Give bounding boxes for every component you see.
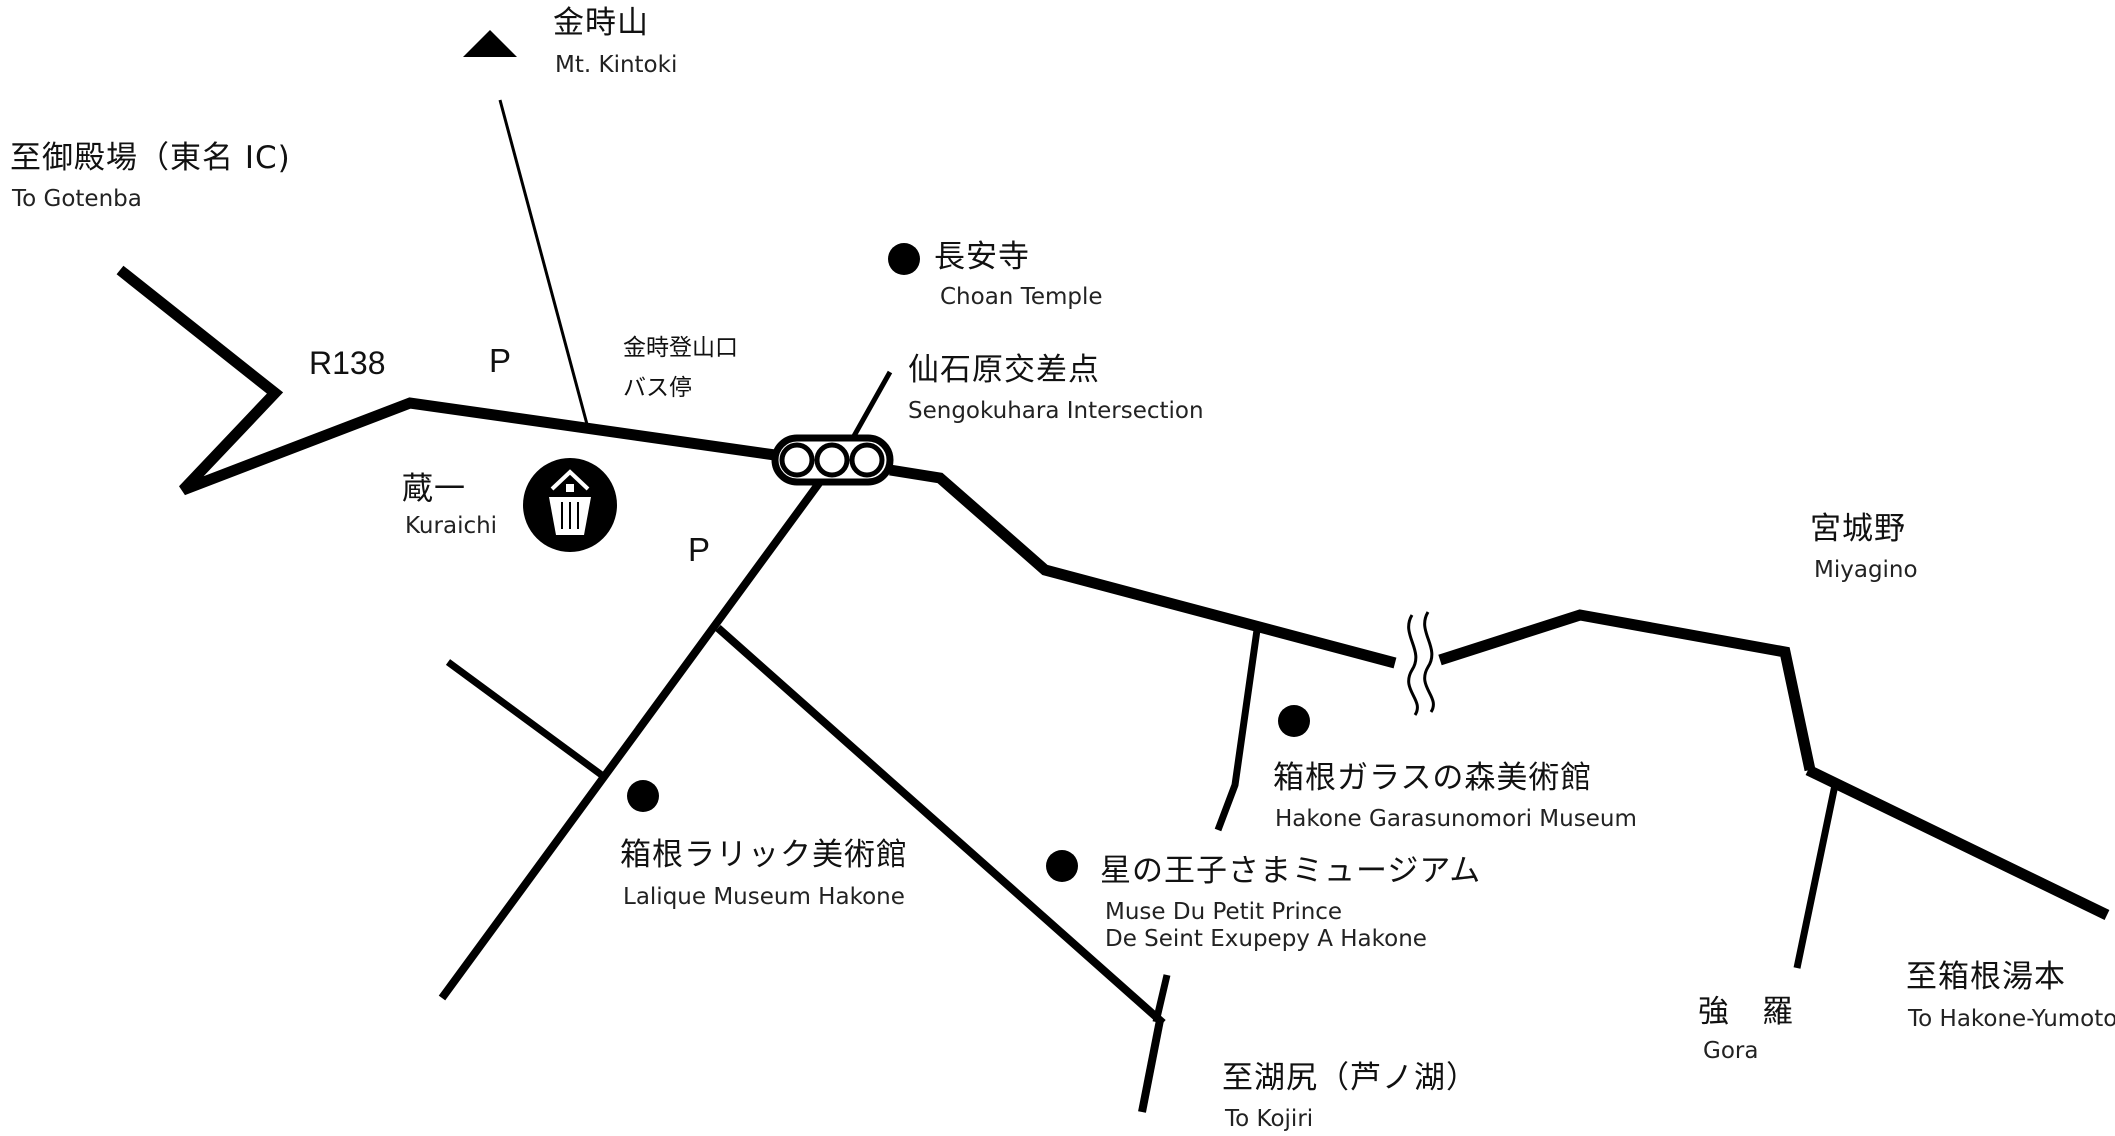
choan-temple-en-label: Choan Temple [940, 284, 1103, 310]
bus-stop-label-line2: バス停 [623, 375, 692, 401]
miyagino-jp-label: 宮城野 [1810, 511, 1906, 547]
glass-forest-jp-label: 箱根ガラスの森美術館 [1273, 760, 1593, 796]
glass-forest-marker [1278, 705, 1310, 737]
kojiri-en-label: To Kojiri [1225, 1106, 1314, 1132]
mountain-trail [498, 99, 590, 429]
bus-stop-label-line1: 金時登山口 [623, 335, 738, 361]
petit-prince-en-label-line2: De Seint Exupepy A Hakone [1105, 926, 1427, 952]
mountain-peak-icon [463, 30, 517, 57]
traffic-signal-icon [771, 434, 894, 486]
road-glass-forest [1214, 629, 1261, 832]
sengokuhara-en-label: Sengokuhara Intersection [908, 398, 1204, 424]
kuraichi-en-label: Kuraichi [405, 513, 498, 539]
gotenba-en-label: To Gotenba [12, 186, 142, 212]
kuraichi-jp-label: 蔵一 [402, 471, 466, 507]
road-west-spur [445, 659, 606, 779]
road-diagonal-kojiri [715, 625, 1166, 1026]
road-to-kojiri-main [438, 472, 829, 1001]
choan-temple-jp-label: 長安寺 [934, 239, 1030, 275]
kojiri-jp-label: 至湖尻（芦ノ湖） [1222, 1060, 1478, 1096]
road-to-gora [1793, 784, 1839, 969]
sengokuhara-jp-label: 仙石原交差点 [908, 352, 1100, 388]
road-r138-east [889, 464, 1397, 669]
yumoto-jp-label: 至箱根湯本 [1906, 959, 2066, 995]
mt-kintoki-en-label: Mt. Kintoki [555, 52, 678, 78]
petit-prince-marker [1046, 850, 1078, 882]
glass-forest-en-label: Hakone Garasunomori Museum [1275, 806, 1637, 832]
gora-en-label: Gora [1703, 1038, 1759, 1064]
kuraichi-logo-icon [523, 458, 617, 552]
road-r138-west [116, 265, 776, 496]
parking-label-north: P [489, 342, 512, 379]
road-kojiri-end [1138, 1019, 1164, 1113]
yumoto-en-label: To Hakone-Yumoto [1908, 1006, 2115, 1032]
choan-temple-marker [888, 243, 920, 275]
miyagino-en-label: Miyagino [1814, 557, 1918, 583]
parking-label-south: P [688, 531, 711, 568]
lalique-en-label: Lalique Museum Hakone [623, 884, 905, 910]
lalique-marker [627, 780, 659, 812]
petit-prince-jp-label: 星の王子さまミュージアム [1100, 853, 1482, 889]
road-to-yumoto [1805, 765, 2110, 920]
lalique-jp-label: 箱根ラリック美術館 [620, 837, 908, 873]
petit-prince-en-label-line1: Muse Du Petit Prince [1105, 899, 1343, 925]
hot-spring-icon [1407, 611, 1435, 716]
road-kojiri-stub [1152, 974, 1171, 1023]
road-r138-label: R138 [309, 345, 386, 381]
mt-kintoki-jp-label: 金時山 [553, 5, 649, 41]
road-miyagino-segment [1438, 609, 1816, 772]
gora-jp-label: 強 羅 [1698, 994, 1794, 1030]
gotenba-jp-label: 至御殿場（東名 IC) [10, 140, 291, 176]
